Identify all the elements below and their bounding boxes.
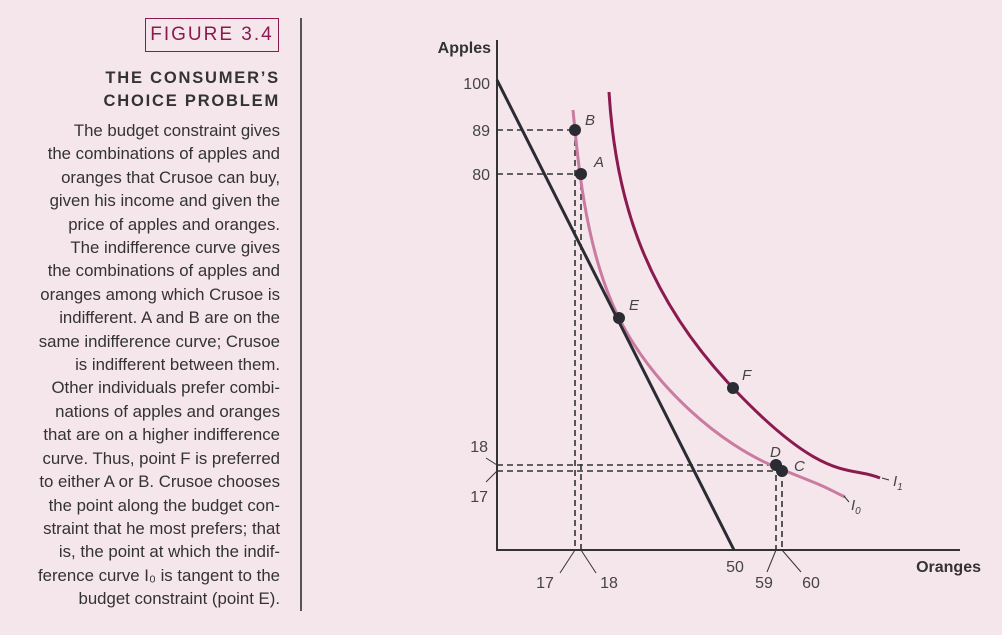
x-tick-label: 59 [755,575,773,592]
caption-line: the combinations of apples and [47,261,280,281]
figure-title-line: CHOICE PROBLEM [103,92,280,110]
point-label: E [629,297,640,314]
point-A [575,168,587,180]
tick-leader [781,549,802,573]
caption-line: the combinations of apples and [47,144,280,164]
y-tick-label: 100 [463,76,490,93]
figure-title: THE CONSUMER’S CHOICE PROBLEM [20,67,280,113]
figure-caption: The budget constraint gives the combinati… [0,119,280,611]
caption-line: the point along the budget con- [48,495,280,515]
x-axis-label: Oranges [916,559,981,576]
caption-line: oranges among which Crusoe is [40,284,280,304]
y-tick-label: 80 [472,167,490,184]
caption-line: The budget constraint gives [73,121,280,140]
y-tick-label: 17 [470,489,488,506]
caption-line: oranges that Crusoe can buy, [61,167,280,187]
indifference-curve-i0 [571,109,846,499]
x-tick-label: 60 [802,575,820,592]
figure-title-line: THE CONSUMER’S [105,69,280,87]
caption-line: The indifference curve gives [70,238,280,258]
caption-line: nations of apples and oranges [55,401,280,421]
point-label: C [794,458,805,475]
curve-label-leader [881,477,890,481]
figure-label: FIGURE 3.4 [145,18,279,52]
x-tick-label: 18 [600,575,618,592]
y-tick-label: 18 [470,439,488,456]
point-label: F [742,367,752,384]
caption-line: is indifferent between them. [75,355,280,375]
guide-lines [497,129,783,550]
caption-line: that are on a higher indifference [43,425,280,445]
caption-line: given his income and given the [49,191,280,211]
y-axis-label: Apples [438,40,491,57]
point-label: D [770,444,781,461]
point-markers: B A E F DC [569,112,805,477]
point-label: B [585,112,595,129]
caption-line: same indifference curve; Crusoe [38,331,280,351]
tick-leader [485,470,498,483]
caption-line: is, the point at which the indif- [58,542,280,562]
curve-label-leader [843,495,850,503]
point-C [776,465,788,477]
point-label: A [593,154,604,171]
tick-leader [559,549,576,574]
y-tick-label: 89 [472,123,490,140]
curve-label-i0: I0 [851,497,861,517]
x-tick-label: 17 [536,575,554,592]
caption-line: to either A or B. Crusoe chooses [39,472,280,492]
caption-line: indifferent. A and B are on the [59,308,280,328]
point-F [727,382,739,394]
tick-leader [580,549,597,574]
column-divider [300,18,302,611]
caption-line: ference curve I₀ is tangent to the [37,565,280,585]
x-tick-label: 50 [726,559,744,576]
caption-line: curve. Thus, point F is preferred [42,448,280,468]
caption-line: Other individuals prefer combi- [51,378,280,398]
caption-line: straint that he most prefers; that [43,518,280,538]
point-E [613,312,625,324]
point-B [569,124,581,136]
indifference-curve-i1 [607,91,881,480]
curve-label-i1: I1 [893,473,903,493]
caption-line: budget constraint (point E). [78,589,281,609]
caption-line: price of apples and oranges. [68,214,280,234]
tick-leader [485,457,498,466]
tick-leader [766,549,777,573]
